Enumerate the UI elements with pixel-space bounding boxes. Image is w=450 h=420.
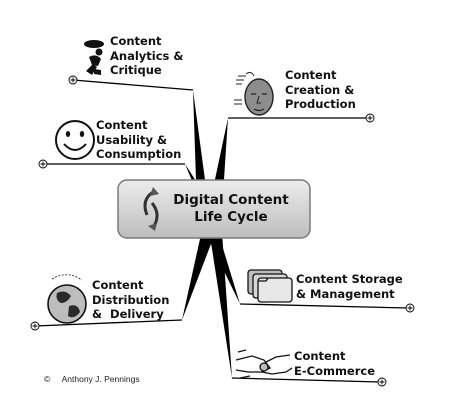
expand-plus-icon[interactable] xyxy=(377,377,387,387)
copyright-author: Anthony J. Pennings xyxy=(61,374,140,384)
branch-label-line: Content Storage xyxy=(296,272,403,286)
copyright-symbol: © xyxy=(44,374,51,384)
branch-label-line: Creation & xyxy=(285,82,355,97)
branch-label-analytics: Content Analytics & Critique xyxy=(110,34,183,78)
handshake-icon xyxy=(235,349,293,379)
branch-label-line: Consumption xyxy=(96,147,182,161)
expand-plus-icon[interactable] xyxy=(30,321,40,331)
branch-label-line: E-Commerce xyxy=(294,363,376,378)
head-profile-icon xyxy=(234,71,274,116)
branch-label-line: Analytics & xyxy=(110,48,184,63)
center-title-line: Digital Content xyxy=(173,192,289,208)
branch-label-line: Critique xyxy=(110,63,162,77)
branch-label-distribution: Content Distribution & Delivery xyxy=(92,278,169,322)
branch-label-line: & Delivery xyxy=(92,307,164,321)
globe-icon xyxy=(47,274,87,324)
branch-distribution xyxy=(182,230,214,320)
center-node[interactable] xyxy=(117,179,311,239)
branch-label-line: Content xyxy=(285,68,337,82)
branch-label-storage: Content Storage & Management xyxy=(296,272,403,301)
folders-icon xyxy=(247,269,293,303)
underline-analytics xyxy=(72,79,194,91)
branch-label-ecommerce: Content E-Commerce xyxy=(294,349,375,378)
underline-storage xyxy=(239,303,409,309)
branch-label-line: Content xyxy=(92,278,144,292)
branch-ecommerce xyxy=(210,232,232,378)
center-title: Digital Content Life Cycle xyxy=(118,180,310,238)
person-thinking-icon xyxy=(84,40,104,75)
branch-label-line: Content xyxy=(110,34,162,48)
underline-distribution xyxy=(34,319,183,327)
branch-label-line: Content xyxy=(96,118,148,132)
copyright-notice: © Anthony J. Pennings xyxy=(44,374,140,384)
expand-plus-icon[interactable] xyxy=(38,159,48,169)
underline-ecommerce xyxy=(231,377,381,383)
center-title-line: Life Cycle xyxy=(194,209,268,225)
branch-label-line: & Management xyxy=(296,286,395,301)
expand-plus-icon[interactable] xyxy=(405,303,415,313)
branch-label-usability: Content Usability & Consumption xyxy=(96,118,181,162)
smiley-face-icon xyxy=(55,120,95,160)
branch-label-creation: Content Creation & Production xyxy=(285,68,356,112)
underlines xyxy=(34,79,409,383)
branch-label-line: Distribution xyxy=(92,292,170,307)
branch-label-line: Content xyxy=(294,349,346,363)
branch-label-line: Production xyxy=(285,97,356,111)
expand-plus-icon[interactable] xyxy=(365,113,375,123)
expand-nodes xyxy=(30,75,415,387)
branch-label-line: Usability & xyxy=(96,132,168,147)
expand-plus-icon[interactable] xyxy=(68,75,78,85)
